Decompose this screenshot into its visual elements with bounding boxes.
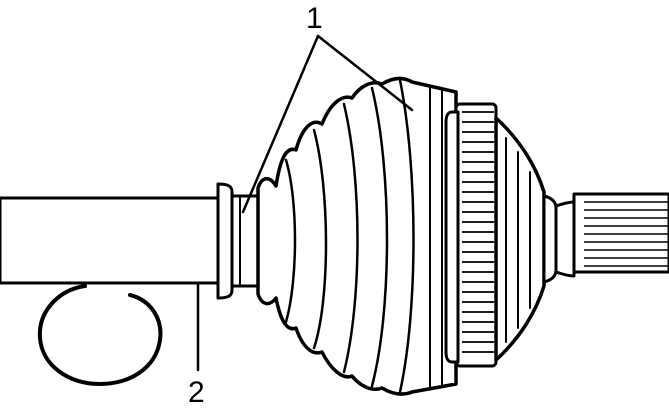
leader-line-1b [316, 34, 414, 112]
small-boot-end [216, 182, 262, 300]
splined-stub-axle [554, 192, 669, 278]
leader-line-1a [241, 34, 320, 214]
large-boot-clamp [444, 102, 498, 368]
drive-shaft [0, 196, 224, 285]
leader-lines [196, 34, 414, 372]
cv-boot-bellows [256, 76, 458, 396]
spline-lines [584, 201, 669, 267]
callout-label-2: 2 [188, 376, 205, 409]
callout-label-1: 1 [306, 2, 323, 35]
clamp-knurl-lines [462, 111, 494, 353]
cv-joint-housing [494, 116, 558, 362]
snap-ring [37, 284, 163, 386]
